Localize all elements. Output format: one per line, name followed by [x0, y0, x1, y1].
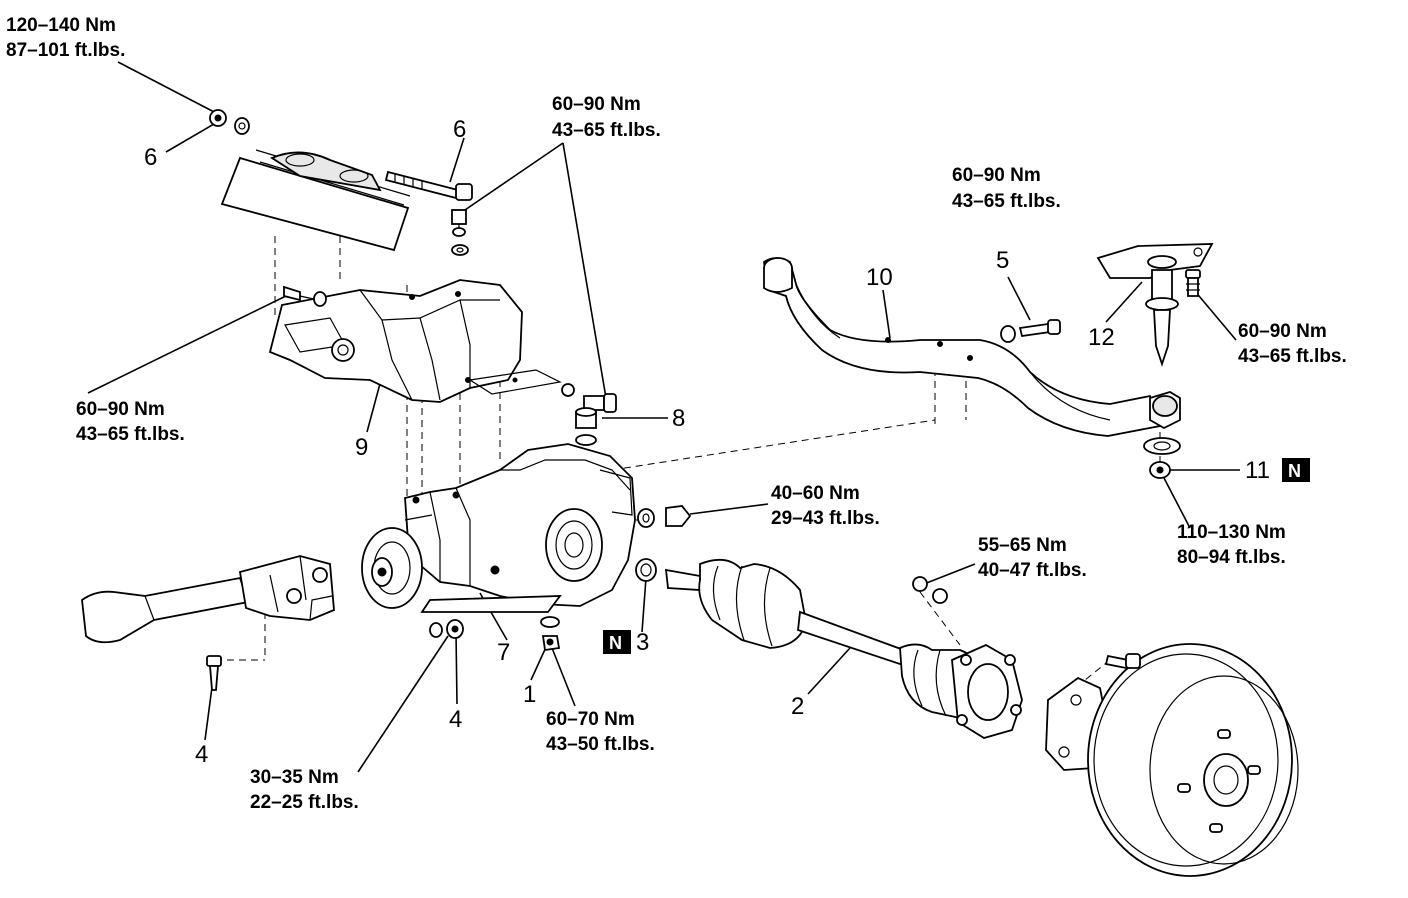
diff-mount-bracket-9: [268, 279, 523, 403]
nut-4: [429, 619, 464, 639]
leader-lines: [87, 61, 1240, 773]
crossmember-bushing: [1143, 391, 1181, 455]
callout-number: 5: [996, 247, 1009, 274]
frame-crossmember: [220, 149, 411, 252]
nut-11: [1149, 461, 1171, 479]
torque-spec-ftlbs: 22–25 ft.lbs.: [250, 792, 359, 813]
callout-number: 6: [144, 144, 157, 171]
bolt-5: [1000, 319, 1061, 343]
n-badge-label: N: [1288, 461, 1301, 481]
bracket-12-bolt: [1185, 269, 1201, 297]
oil-seal-3: [635, 558, 657, 582]
callout-number: 8: [672, 405, 685, 432]
hub-flange: [951, 643, 1023, 739]
torque-spec-nm: 120–140 Nm: [6, 15, 116, 36]
propeller-shaft: [81, 555, 335, 644]
callout-number: 3: [636, 629, 649, 656]
callout-number: 4: [449, 706, 462, 733]
brake-drum: [1087, 643, 1299, 877]
torque-spec-ftlbs: 29–43 ft.lbs.: [771, 508, 880, 529]
bracket-plate: [468, 369, 562, 395]
torque-spec-nm: 60–90 Nm: [952, 165, 1041, 186]
bolt-washer-stack: [451, 209, 469, 256]
torque-spec-ftlbs: 87–101 ft.lbs.: [6, 40, 125, 61]
torque-spec-ftlbs: 80–94 ft.lbs.: [1177, 547, 1286, 568]
hub-nuts: [912, 576, 948, 604]
torque-spec-ftlbs: 40–47 ft.lbs.: [978, 560, 1087, 581]
torque-spec-ftlbs: 43–65 ft.lbs.: [552, 120, 661, 141]
nut-6: [209, 109, 250, 135]
fill-plug: [637, 505, 692, 528]
callout-number: 7: [497, 639, 510, 666]
mount-bracket-12: [1096, 243, 1214, 367]
callout-number: 1: [523, 681, 536, 708]
callout-number: 9: [355, 434, 368, 461]
torque-spec-nm: 55–65 Nm: [978, 535, 1067, 556]
callout-number: 6: [453, 116, 466, 143]
torque-spec-nm: 30–35 Nm: [250, 767, 339, 788]
n-badge-label: N: [609, 633, 622, 653]
torque-spec-nm: 60–90 Nm: [1238, 321, 1327, 342]
drain-plug-1: [540, 616, 561, 652]
drive-shaft-2: [664, 558, 991, 719]
bolt-4: [206, 655, 222, 691]
torque-spec-nm: 110–130 Nm: [1177, 522, 1286, 543]
bolt-6: [384, 170, 473, 201]
bolt-8: [561, 383, 617, 446]
differential-carrier-7: [404, 443, 636, 607]
torque-spec-ftlbs: 43–50 ft.lbs.: [546, 734, 655, 755]
n-badge: [1282, 458, 1310, 482]
callout-number: 12: [1088, 324, 1115, 351]
torque-spec-ftlbs: 43–65 ft.lbs.: [76, 424, 185, 445]
callout-number: 11: [1245, 457, 1270, 484]
torque-spec-ftlbs: 43–65 ft.lbs.: [952, 191, 1061, 212]
callout-number: 4: [195, 741, 208, 768]
wheel-bolt: [1104, 653, 1141, 670]
bracket-side-bolt: [283, 285, 327, 307]
torque-spec-nm: 60–70 Nm: [546, 709, 635, 730]
carrier-lower-bar: [420, 595, 562, 613]
torque-spec-nm: 60–90 Nm: [76, 399, 165, 420]
callout-number: 2: [791, 693, 804, 720]
pinion-flange: [361, 527, 423, 609]
torque-spec-nm: 60–90 Nm: [552, 94, 641, 115]
n-badge: [603, 630, 631, 654]
crossmember-10: [763, 257, 1162, 437]
torque-spec-nm: 40–60 Nm: [771, 483, 860, 504]
callout-number: 10: [866, 264, 893, 291]
torque-spec-ftlbs: 43–65 ft.lbs.: [1238, 346, 1347, 367]
